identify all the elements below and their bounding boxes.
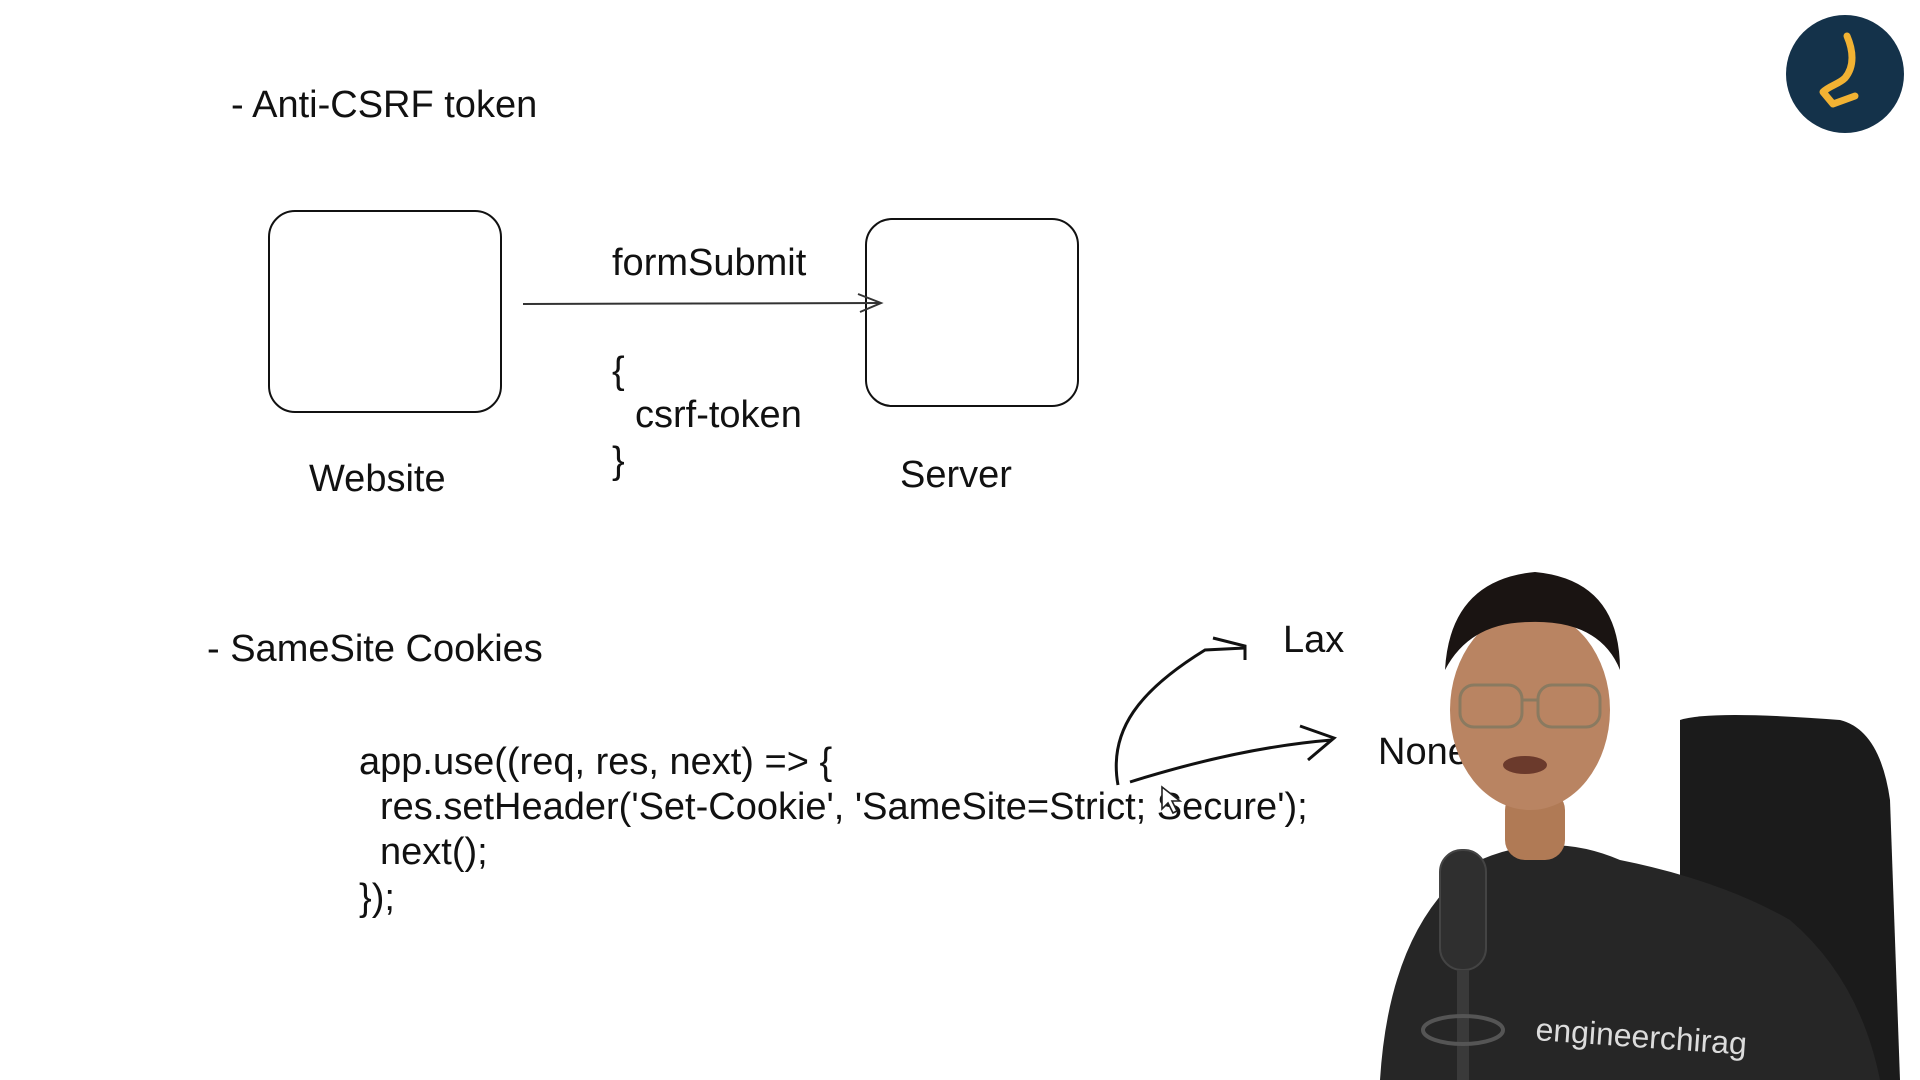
form-submit-arrow xyxy=(522,293,884,313)
arrow-to-lax xyxy=(1114,636,1247,786)
anti-csrf-heading: - Anti-CSRF token xyxy=(231,84,538,126)
mouse-cursor-icon xyxy=(1161,785,1183,815)
server-box xyxy=(865,218,1079,407)
brand-logo-icon xyxy=(1786,15,1904,133)
code-line-2: res.setHeader('Set-Cookie', 'SameSite=St… xyxy=(380,786,1308,828)
option-lax: Lax xyxy=(1283,619,1345,661)
arrow-to-none xyxy=(1129,724,1337,784)
server-label: Server xyxy=(900,454,1012,496)
code-line-4: }); xyxy=(359,877,395,919)
arrow-label-form-submit: formSubmit xyxy=(612,242,807,284)
payload-field: csrf-token xyxy=(635,394,802,436)
code-line-3: next(); xyxy=(380,831,488,873)
payload-open-brace: { xyxy=(612,350,625,392)
presenter-video-overlay: engineerchirag xyxy=(1380,572,1900,1080)
payload-close-brace: } xyxy=(612,440,625,482)
website-box xyxy=(268,210,502,413)
samesite-heading: - SameSite Cookies xyxy=(207,628,543,670)
code-line-1: app.use((req, res, next) => { xyxy=(359,741,833,783)
website-label: Website xyxy=(309,458,446,500)
